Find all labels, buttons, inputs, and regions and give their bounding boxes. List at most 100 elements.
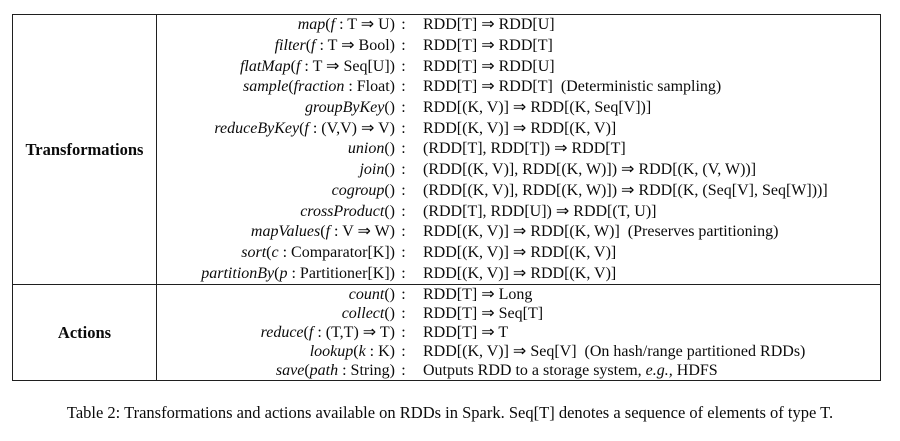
roman-text: Outputs RDD to a storage system, bbox=[423, 361, 646, 379]
roman-text: () bbox=[384, 161, 395, 179]
roman-text: RDD[(K, V)] ⇒ RDD[(K, V)] bbox=[423, 264, 617, 282]
table-row: save(path : String):Outputs RDD to a sto… bbox=[157, 361, 880, 380]
roman-text: ( bbox=[290, 57, 296, 75]
roman-text: ( bbox=[288, 78, 294, 96]
roman-text: : T ⇒ U) bbox=[335, 16, 395, 34]
italic-text: collect bbox=[341, 304, 385, 322]
roman-text: (RDD[T], RDD[U]) ⇒ RDD[(T, U)] bbox=[423, 202, 657, 220]
roman-text: RDD[(K, V)] ⇒ RDD[(K, V)] bbox=[423, 119, 617, 137]
colon-separator: : bbox=[401, 243, 406, 261]
operation-result: RDD[T] ⇒ RDD[T] (Deterministic sampling) bbox=[412, 79, 880, 95]
operation-result: RDD[(K, V)] ⇒ Seq[V] (On hash/range part… bbox=[412, 342, 880, 360]
operation-signature: map(f : T ⇒ U) bbox=[157, 17, 395, 33]
italic-text: fraction bbox=[293, 78, 345, 96]
roman-text: () bbox=[384, 285, 395, 303]
roman-text: RDD[(K, V)] ⇒ Seq[V] (On hash/range part… bbox=[423, 342, 806, 360]
table-row: filter(f : T ⇒ Bool):RDD[T] ⇒ RDD[T] bbox=[157, 36, 880, 57]
roman-text: : (T,T) ⇒ T) bbox=[313, 323, 395, 341]
operation-signature: crossProduct() bbox=[157, 202, 395, 220]
italic-text: f bbox=[304, 119, 309, 137]
italic-text: e.g., bbox=[645, 361, 673, 379]
italic-text: f bbox=[295, 57, 301, 75]
operation-result: RDD[(K, V)] ⇒ RDD[(K, V)] bbox=[412, 119, 880, 137]
colon-separator: : bbox=[401, 140, 406, 158]
italic-text: filter bbox=[274, 37, 306, 55]
roman-text: ( bbox=[353, 342, 359, 360]
italic-text: crossProduct bbox=[300, 202, 385, 220]
operation-signature: reduce(f : (T,T) ⇒ T) bbox=[157, 323, 395, 341]
table-row: collect(): RDD[T] ⇒ Seq[T] bbox=[157, 304, 880, 323]
table-row: mapValues(f : V ⇒ W):RDD[(K, V)] ⇒ RDD[(… bbox=[157, 222, 880, 243]
colon-separator: : bbox=[401, 304, 406, 322]
operation-signature: join() bbox=[157, 162, 395, 178]
colon-separator: : bbox=[401, 223, 406, 241]
section-rows-transformations: map(f : T ⇒ U):RDD[T] ⇒ RDD[U]filter(f :… bbox=[157, 15, 880, 284]
roman-text: ( bbox=[304, 361, 310, 379]
operation-signature: sort(c : Comparator[K]) bbox=[157, 243, 395, 261]
table-row: sort(c : Comparator[K]): RDD[(K, V)] ⇒ RD… bbox=[157, 243, 880, 264]
italic-text: count bbox=[348, 285, 385, 303]
colon-separator: : bbox=[401, 181, 406, 199]
roman-text: RDD[T] ⇒ T bbox=[423, 323, 509, 341]
table-row: flatMap(f : T ⇒ Seq[U]):RDD[T] ⇒ RDD[U] bbox=[157, 56, 880, 77]
italic-text: groupByKey bbox=[304, 99, 385, 117]
roman-text: : T ⇒ Bool) bbox=[315, 37, 396, 55]
table-row: partitionBy(p : Partitioner[K]):RDD[(K, … bbox=[157, 263, 880, 284]
italic-text: partitionBy bbox=[201, 264, 275, 282]
table-section-actions: Actions count(): RDD[T] ⇒ Long collect(): RD… bbox=[13, 284, 880, 380]
table-row: reduceByKey(f : (V,V) ⇒ V): RDD[(K, V)] ⇒… bbox=[157, 118, 880, 139]
operation-signature: flatMap(f : T ⇒ Seq[U]) bbox=[157, 57, 395, 75]
italic-text: f bbox=[325, 223, 331, 241]
italic-text: lookup bbox=[309, 342, 354, 360]
colon-separator: : bbox=[401, 285, 406, 303]
roman-text: () bbox=[384, 304, 395, 322]
table-row: sample(fraction : Float):RDD[T] ⇒ RDD[T]… bbox=[157, 77, 880, 98]
operation-result: (RDD[(K, V)], RDD[(K, W)]) ⇒ RDD[(K, (V,… bbox=[412, 162, 880, 178]
table-row: cogroup(): (RDD[(K, V)], RDD[(K, W)]) ⇒ R… bbox=[157, 181, 880, 202]
roman-text: RDD[(K, V)] ⇒ RDD[(K, Seq[V])] bbox=[423, 99, 652, 117]
roman-text: RDD[T] ⇒ Seq[T] bbox=[423, 304, 544, 322]
italic-text: f bbox=[311, 37, 316, 55]
roman-text: RDD[(K, V)] ⇒ RDD[(K, V)] bbox=[423, 243, 617, 261]
operation-signature: partitionBy(p : Partitioner[K]) bbox=[157, 264, 395, 282]
table-row: crossProduct():(RDD[T], RDD[U]) ⇒ RDD[(T… bbox=[157, 201, 880, 222]
roman-text: () bbox=[384, 181, 395, 199]
roman-text: ( bbox=[303, 323, 309, 341]
italic-text: path bbox=[309, 361, 339, 379]
roman-text: : K) bbox=[365, 342, 395, 360]
operation-result: (RDD[(K, V)], RDD[(K, W)]) ⇒ RDD[(K, (Se… bbox=[412, 181, 880, 199]
operation-signature: collect() bbox=[157, 304, 395, 322]
colon-separator: : bbox=[401, 16, 406, 34]
italic-text: cogroup bbox=[331, 181, 385, 199]
operation-signature: groupByKey() bbox=[157, 100, 395, 116]
operation-signature: reduceByKey(f : (V,V) ⇒ V) bbox=[157, 119, 395, 137]
italic-text: sort bbox=[241, 243, 267, 261]
table-caption: Table 2: Transformations and actions ava… bbox=[66, 403, 834, 422]
colon-separator: : bbox=[401, 37, 406, 55]
operation-signature: save(path : String) bbox=[157, 361, 395, 379]
roman-text: : Comparator[K]) bbox=[278, 243, 395, 261]
italic-text: p bbox=[279, 264, 288, 282]
italic-text: f bbox=[308, 323, 314, 341]
operation-result: RDD[T] ⇒ RDD[U] bbox=[412, 17, 880, 33]
operation-result: RDD[(K, V)] ⇒ RDD[(K, W)] (Preserves par… bbox=[412, 224, 880, 240]
roman-text: RDD[T] ⇒ RDD[T] bbox=[423, 37, 553, 55]
operation-result: RDD[T] ⇒ Seq[T] bbox=[412, 304, 880, 322]
operation-result: RDD[(K, V)] ⇒ RDD[(K, V)] bbox=[412, 243, 880, 261]
italic-text: map bbox=[297, 16, 326, 34]
italic-text: reduceByKey bbox=[214, 119, 300, 137]
roman-text: : T ⇒ Seq[U]) bbox=[300, 57, 395, 75]
roman-text: ( bbox=[325, 16, 331, 34]
section-rows-actions: count(): RDD[T] ⇒ Long collect(): RDD[T] ⇒ … bbox=[157, 285, 880, 380]
italic-text: reduce bbox=[260, 323, 304, 341]
section-label-transformations: Transformations bbox=[13, 15, 157, 284]
roman-text: (RDD[(K, V)], RDD[(K, W)]) ⇒ RDD[(K, (Se… bbox=[423, 181, 828, 199]
operation-result: Outputs RDD to a storage system, e.g., H… bbox=[412, 361, 880, 379]
colon-separator: : bbox=[401, 119, 406, 137]
section-label-actions: Actions bbox=[13, 285, 157, 380]
roman-text: RDD[T] ⇒ Long bbox=[423, 285, 533, 303]
operation-result: RDD[T] ⇒ Long bbox=[412, 285, 880, 303]
